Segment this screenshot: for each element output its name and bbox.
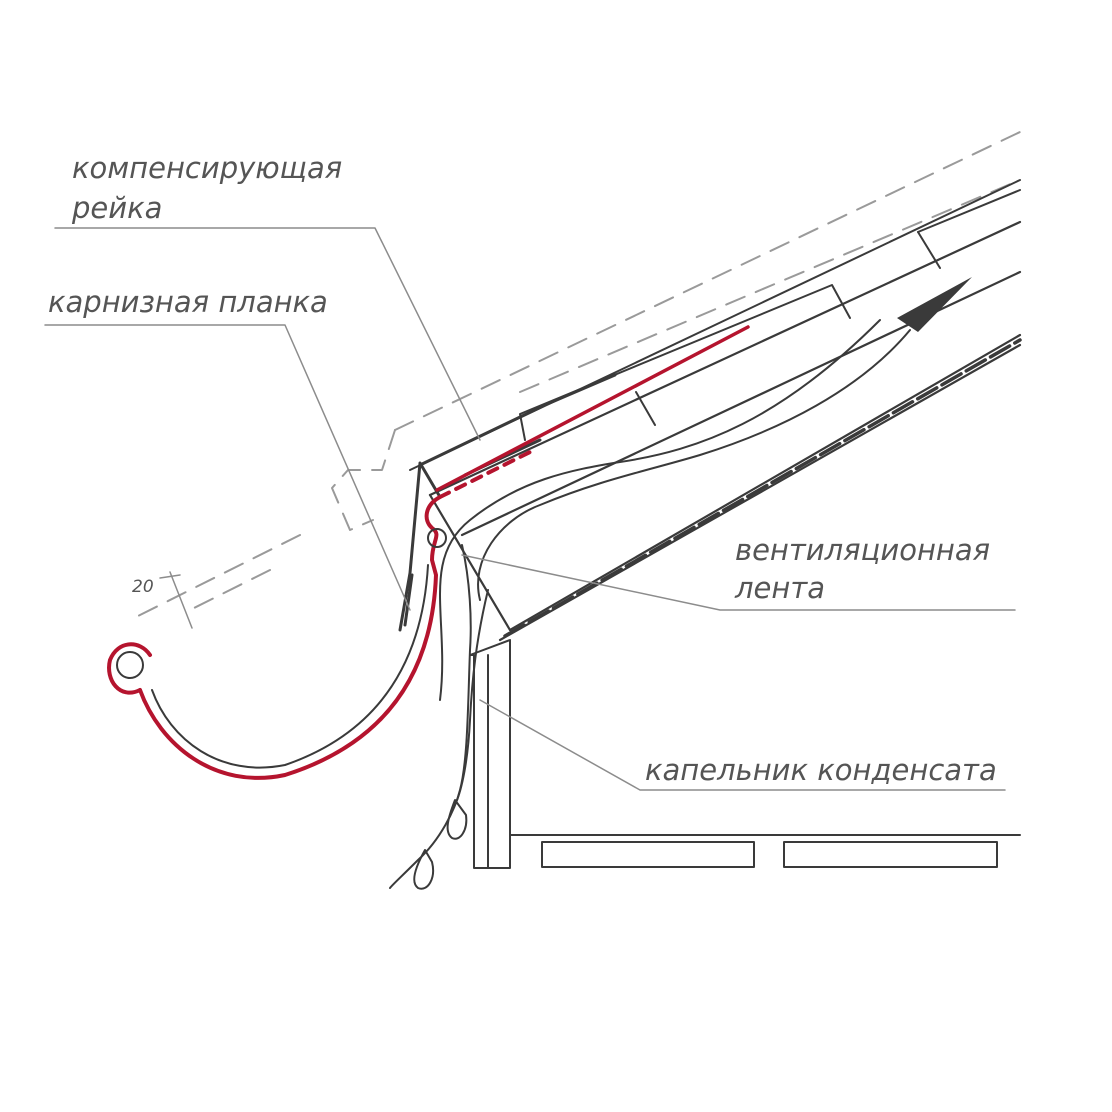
roofing-outline-dashed	[129, 131, 1021, 621]
eaves-strip-red	[435, 325, 750, 492]
label-ventilation-tape-line2: лента	[734, 571, 825, 605]
fascia-board	[469, 639, 511, 869]
label-condensate-drip: капельник конденсата	[645, 753, 997, 787]
gutter	[107, 495, 447, 780]
label-ventilation-tape-line1: вентиляционная	[735, 533, 990, 567]
ventilation-flow	[439, 319, 911, 701]
label-eaves-strip: карнизная планка	[48, 285, 328, 319]
condensate-drip	[389, 544, 489, 890]
rafter	[428, 220, 1022, 642]
flow-arrow-head-icon	[897, 277, 972, 332]
dimension-20-label: 20	[132, 577, 154, 597]
dimension-20	[159, 571, 193, 629]
underlay-membrane	[503, 338, 1022, 638]
eaves-strip	[398, 461, 442, 632]
soffit-boards	[509, 834, 1021, 868]
label-compensating-batten-line2: рейка	[71, 191, 162, 225]
compensating-batten	[418, 373, 617, 477]
leader-lines	[44, 227, 1016, 791]
label-compensating-batten-line1: компенсирующая	[72, 151, 342, 185]
eaves-strip-red-dashed	[438, 450, 532, 499]
